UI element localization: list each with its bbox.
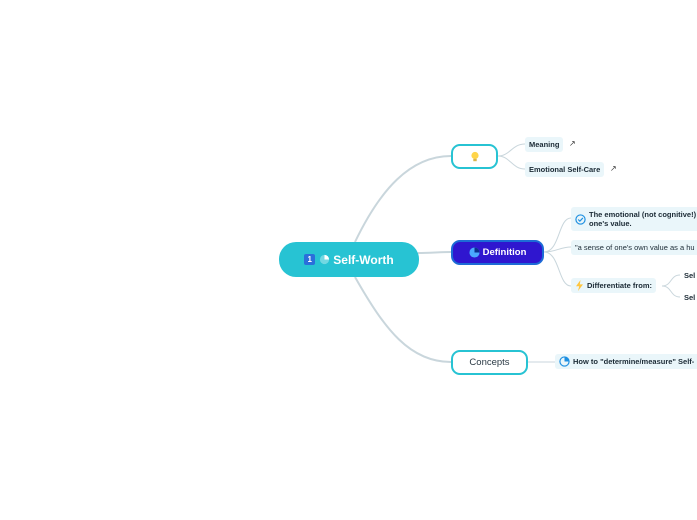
subtopic-self-a-label: Sel bbox=[684, 271, 696, 280]
lightbulb-icon bbox=[470, 151, 479, 161]
central-topic-label: Self-Worth bbox=[333, 252, 394, 267]
main-topic-definition[interactable]: Definition bbox=[451, 240, 544, 265]
subtopic-differentiate[interactable]: Differentiate from: bbox=[571, 278, 657, 293]
link-def-quote bbox=[543, 246, 572, 253]
emotional-definition-line2: one's value. bbox=[589, 219, 632, 228]
hyperlink-icon[interactable]: ↗ bbox=[610, 164, 617, 173]
subtopic-quote[interactable]: "a sense of one's own value as a hu bbox=[571, 240, 697, 255]
main-topic-concepts[interactable]: Concepts bbox=[451, 350, 528, 375]
central-topic[interactable]: 1 Self-Worth bbox=[279, 242, 419, 277]
subtopic-meaning[interactable]: Meaning bbox=[525, 137, 564, 152]
link-central-definition bbox=[417, 251, 452, 254]
link-central-idea bbox=[354, 155, 452, 243]
number-one-icon: 1 bbox=[304, 254, 316, 265]
subtopic-measure[interactable]: How to "determine/measure" Self- bbox=[555, 354, 697, 369]
main-topic-idea[interactable] bbox=[451, 144, 498, 169]
subtopic-self-a[interactable]: Sel bbox=[680, 268, 697, 283]
link-diff-self1 bbox=[661, 274, 681, 287]
hyperlink-icon[interactable]: ↗ bbox=[569, 139, 576, 148]
subtopic-self-b[interactable]: Sel bbox=[680, 290, 697, 305]
subtopic-emotional-self-care[interactable]: Emotional Self-Care bbox=[525, 162, 605, 177]
subtopic-measure-label: How to "determine/measure" Self- bbox=[573, 357, 695, 366]
main-topic-definition-label: Definition bbox=[482, 247, 527, 258]
link-def-emotional bbox=[543, 217, 572, 253]
subtopic-differentiate-label: Differentiate from: bbox=[587, 281, 653, 290]
subtopic-emotional-self-care-label: Emotional Self-Care bbox=[529, 165, 601, 174]
pie-chart-icon bbox=[469, 247, 480, 258]
subtopic-emotional-definition[interactable]: The emotional (not cognitive!) one's val… bbox=[571, 207, 697, 231]
link-diff-self2 bbox=[661, 285, 681, 298]
emotional-definition-line1: The emotional (not cognitive!) bbox=[589, 210, 697, 219]
link-central-concepts bbox=[354, 276, 452, 363]
subtopic-self-b-label: Sel bbox=[684, 293, 696, 302]
subtopic-meaning-label: Meaning bbox=[529, 140, 560, 149]
link-def-diff bbox=[543, 251, 572, 287]
progress-icon bbox=[320, 254, 330, 265]
link-idea-meaning bbox=[497, 143, 526, 157]
subtopic-quote-label: "a sense of one's own value as a hu bbox=[575, 243, 695, 252]
link-idea-emotional bbox=[497, 155, 526, 170]
main-topic-concepts-label: Concepts bbox=[469, 357, 510, 368]
lightning-icon bbox=[576, 280, 583, 291]
check-circle-icon bbox=[575, 213, 586, 225]
progress-ring-icon bbox=[559, 356, 570, 367]
